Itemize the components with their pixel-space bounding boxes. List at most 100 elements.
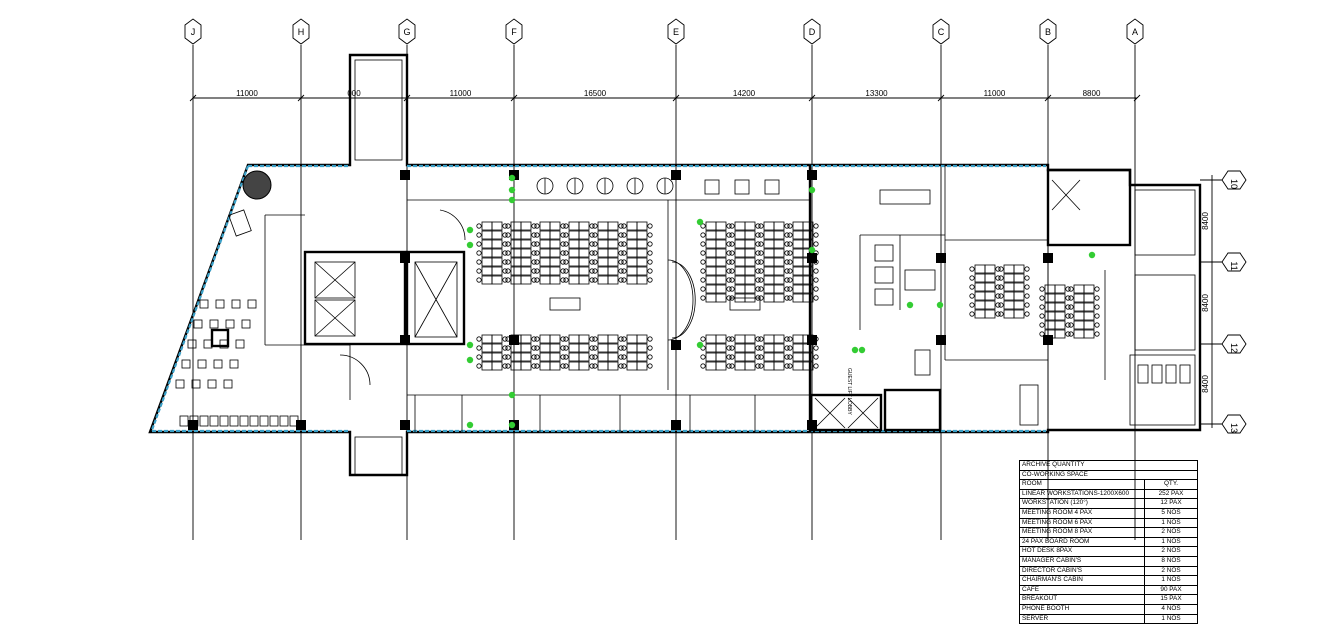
workstation-desk bbox=[1003, 300, 1015, 310]
workstation-desk bbox=[539, 230, 551, 240]
chair bbox=[1039, 295, 1045, 301]
workstation-desk bbox=[974, 264, 986, 274]
row-bubble-label: 12 bbox=[1229, 343, 1239, 353]
schedule-room: SERVER bbox=[1019, 613, 1145, 625]
booth-seat bbox=[199, 415, 209, 427]
chair bbox=[563, 241, 569, 247]
workstation-desk bbox=[578, 334, 590, 344]
row-bubble bbox=[1221, 414, 1247, 434]
chair bbox=[813, 345, 819, 351]
chair bbox=[534, 259, 540, 265]
workstation-desk bbox=[481, 248, 493, 258]
workstation-desk bbox=[705, 230, 717, 240]
chair bbox=[531, 241, 537, 247]
chair bbox=[755, 223, 761, 229]
planter bbox=[508, 196, 516, 204]
workstation-desk bbox=[715, 275, 727, 285]
workstation-desk bbox=[510, 361, 522, 371]
workstation-desk bbox=[705, 248, 717, 258]
workstation-desk bbox=[510, 239, 522, 249]
chair bbox=[726, 363, 732, 369]
chair bbox=[755, 336, 761, 342]
chair bbox=[787, 250, 793, 256]
chair bbox=[505, 232, 511, 238]
chair bbox=[787, 223, 793, 229]
workstation-desk bbox=[763, 275, 775, 285]
workstation-desk bbox=[491, 257, 503, 267]
chair bbox=[534, 250, 540, 256]
row-bubble-label: 11 bbox=[1229, 261, 1239, 270]
workstation-desk bbox=[510, 221, 522, 231]
chair bbox=[505, 241, 511, 247]
chair bbox=[755, 232, 761, 238]
chair bbox=[647, 223, 653, 229]
workstation-desk bbox=[636, 361, 648, 371]
workstation-desk bbox=[773, 361, 785, 371]
workstation-desk bbox=[597, 343, 609, 353]
row-dimension-value: 8400 bbox=[1201, 212, 1210, 230]
cafe-table bbox=[207, 379, 217, 389]
workstation-desk bbox=[773, 230, 785, 240]
planter bbox=[466, 341, 474, 349]
chair bbox=[592, 277, 598, 283]
chair bbox=[998, 302, 1004, 308]
chair bbox=[534, 241, 540, 247]
workstation-desk bbox=[705, 257, 717, 267]
chair bbox=[505, 363, 511, 369]
chair bbox=[647, 336, 653, 342]
workstation-desk bbox=[974, 309, 986, 319]
chair bbox=[729, 336, 735, 342]
chair bbox=[755, 241, 761, 247]
workstation-desk bbox=[491, 334, 503, 344]
workstation-desk bbox=[974, 282, 986, 292]
workstation-desk bbox=[715, 266, 727, 276]
grid-bubble-label: D bbox=[809, 27, 816, 37]
workstation-desk bbox=[607, 257, 619, 267]
workstation-desk bbox=[984, 309, 996, 319]
schedule-room: MEETING ROOM 8 PAX bbox=[1019, 527, 1145, 538]
workstation-desk bbox=[773, 343, 785, 353]
meeting-table bbox=[704, 179, 720, 195]
workstation-desk bbox=[626, 230, 638, 240]
chair bbox=[726, 250, 732, 256]
chair bbox=[505, 336, 511, 342]
chair bbox=[589, 363, 595, 369]
workstation-desk bbox=[607, 230, 619, 240]
workstation-desk bbox=[984, 300, 996, 310]
cafe-table bbox=[213, 359, 223, 369]
workstation-desk bbox=[802, 293, 814, 303]
chair bbox=[560, 241, 566, 247]
chair bbox=[505, 354, 511, 360]
planter bbox=[466, 421, 474, 429]
chair bbox=[700, 277, 706, 283]
grid-bubble bbox=[667, 18, 685, 45]
chair bbox=[700, 250, 706, 256]
workstation-desk bbox=[568, 266, 580, 276]
workstation-desk bbox=[734, 257, 746, 267]
workstation-desk bbox=[626, 257, 638, 267]
workstation-desk bbox=[597, 361, 609, 371]
workstation-desk bbox=[1044, 284, 1056, 294]
workstation-desk bbox=[636, 275, 648, 285]
cafe-table bbox=[209, 319, 219, 329]
booth-seat bbox=[249, 415, 259, 427]
chair bbox=[755, 363, 761, 369]
chair bbox=[995, 311, 1001, 317]
chair bbox=[758, 336, 764, 342]
chair bbox=[618, 223, 624, 229]
workstation-desk bbox=[734, 284, 746, 294]
chair bbox=[758, 259, 764, 265]
workstation-desk bbox=[549, 361, 561, 371]
chair bbox=[647, 268, 653, 274]
chair bbox=[621, 223, 627, 229]
cafe-counter bbox=[210, 328, 230, 348]
schedule-qty: 1 NOS bbox=[1144, 517, 1198, 529]
workstation-desk bbox=[520, 266, 532, 276]
workstation-desk bbox=[520, 343, 532, 353]
grid-bubble-label: H bbox=[298, 27, 305, 37]
chair bbox=[729, 250, 735, 256]
workstation-desk bbox=[481, 257, 493, 267]
chair bbox=[700, 268, 706, 274]
